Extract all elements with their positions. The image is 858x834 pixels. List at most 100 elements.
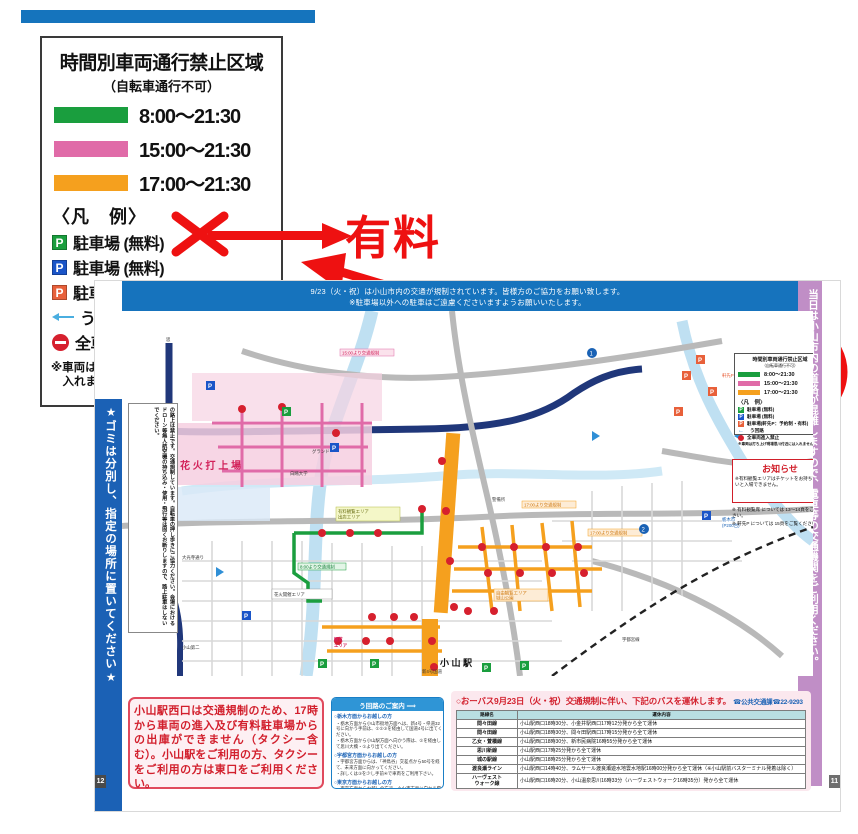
map-legend-inset: 時間別車両通行禁止区域 （自転車通行不可） 8:00〜21:30 15:00〜2… — [734, 353, 813, 446]
notice-box: お知らせ ※有料観覧エリアはチケットをお持ちでないと入場できません。 — [732, 459, 813, 503]
table-row: 間々田線小山駅西口18時30分、小金井駅西口17時12分発から全て運休 — [456, 719, 806, 729]
svg-text:花 火 打 上 場: 花 火 打 上 場 — [180, 459, 241, 472]
svg-text:城山公園: 城山公園 — [496, 595, 514, 602]
svg-text:P: P — [208, 384, 212, 390]
bus-suspension-detail: 小山駅西口14時40分、ラムサール渡良瀬遊水地雲水地駅16時00分発から全て運休… — [517, 764, 806, 774]
legend-subtitle: （自転車通行不可） — [102, 79, 220, 94]
bus-contact-tel: ☎公共交通課☎22-9293 — [733, 699, 803, 706]
map-legend-item-label: 駐車場 (無料) — [747, 406, 775, 412]
table-row: ハーヴェスト ウォーク線小山駅西口16時20分、小山温泉思川16時33分（ハーヴ… — [456, 773, 806, 789]
no-entry-icon — [52, 333, 69, 351]
bus-suspension-detail: 小山駅西口18時30分、小金井駅西口17時12分発から全て運休 — [517, 719, 806, 729]
parking-icon: P — [738, 406, 744, 413]
svg-text:8:00より交通規制: 8:00より交通規制 — [300, 564, 335, 571]
time-band-row: 17:00〜21:30 — [54, 168, 281, 197]
parking-icon: P — [52, 259, 67, 275]
bus-route-name: 乙女・萱橋線 — [456, 737, 518, 747]
map-legend-item-label: 駐車場 (無料) — [747, 413, 775, 419]
svg-text:2: 2 — [642, 528, 646, 534]
warning-box: 小山駅西口は交通規制のため、17時から車両の進入及び有料駐車場からの出庫ができま… — [128, 697, 324, 790]
svg-text:軒先P: 軒先P — [722, 372, 734, 379]
svg-text:大光寺通り: 大光寺通り — [182, 554, 204, 561]
bus-table-body: 間々田線小山駅西口18時30分、小金井駅西口17時12分発から全て運休間々田線小… — [456, 719, 806, 789]
svg-text:P: P — [372, 662, 376, 668]
svg-text:出店エリア: 出店エリア — [338, 514, 361, 521]
detour-section-line: ・栃木方面から小山駅方面へ向かう際は、②を経由して思川大橋・①より出てください。 — [336, 738, 441, 749]
bus-block-title: ○おーバス9月23日（火・祝）交通規制に伴い、下記のバスを運休します。 ☎公共交… — [456, 695, 806, 707]
map-legend-title: 時間別車両通行禁止区域 — [752, 357, 808, 363]
left-arrow-icon: ← — [738, 427, 744, 434]
svg-text:小山第二: 小山第二 — [182, 644, 200, 651]
page-number-right: 11 — [829, 775, 840, 788]
map-legend-subtitle: （自転車通行不可） — [762, 363, 798, 368]
svg-text:思: 思 — [166, 337, 171, 342]
notice-body: ※有料観覧エリアはチケットをお持ちでないと入場できません。 — [735, 476, 813, 487]
flyer-document: 9/23（火・祝）は小山市内の交通が規制されています。皆様方のご協力をお願い致し… — [95, 281, 840, 811]
map-legend-band: 8:00〜21:30 — [738, 370, 813, 378]
bus-route-name: 渡良瀬ライン — [456, 764, 518, 774]
svg-text:15:00より交通規制: 15:00より交通規制 — [342, 350, 380, 357]
detour-guidance-box: う回路のご案内 ⟹ ○栃木方面からお越しの方 ・栃木方面から小山市街地方面へは、… — [331, 697, 444, 789]
bus-table: 路線名 運休内容 間々田線小山駅西口18時30分、小金井駅西口17時12分発から… — [456, 710, 806, 789]
column-header-route: 路線名 — [456, 710, 518, 720]
legend-item-label: 駐車場 (無料) — [73, 236, 165, 253]
detour-title: う回路のご案内 ⟹ — [332, 698, 443, 711]
map-legend-item-label: う回路 — [750, 427, 764, 433]
color-swatch-orange — [738, 389, 760, 395]
detour-section-line: ・栃木方面から小山市街地方面へは、新4号・県道32号に向かう手前は、①②③を経由… — [336, 720, 443, 737]
bus-suspension-detail: 小山駅西口17時25分発から全て運休 — [517, 746, 806, 756]
color-swatch-green — [738, 371, 760, 377]
notice-title: お知らせ — [762, 464, 798, 474]
svg-text:自由観覧エリア: 自由観覧エリア — [496, 590, 527, 597]
map-area[interactable]: 花 火 打 上 場 立入禁止区域 — [122, 311, 813, 676]
bus-route-name: 間々田線 — [456, 728, 518, 738]
time-band-row: 8:00〜21:30 — [54, 100, 281, 129]
bus-route-name: 間々田線 — [456, 719, 518, 729]
svg-text:P: P — [710, 390, 714, 396]
annotation-paid-text: 有料 — [345, 212, 441, 264]
svg-text:17:00より交通規制: 17:00より交通規制 — [524, 502, 562, 509]
parking-icon: P — [738, 413, 744, 420]
svg-text:P: P — [332, 446, 336, 452]
top-accent-bar — [21, 10, 315, 23]
legend-key-heading: 〈凡 例〉 — [52, 207, 147, 227]
detour-section-line: ・東京方面からお越しの方で、小山市方面に向かう際は、⑥⑦をお手前4キロより車両を… — [336, 786, 442, 789]
color-swatch-pink — [54, 140, 128, 157]
table-row: 間々田線小山駅西口18時30分、間々田駅西口17時15分発から全て運休 — [456, 728, 806, 738]
color-swatch-pink — [738, 380, 760, 386]
svg-text:グランド: グランド — [312, 448, 330, 455]
column-header-detail: 運休内容 — [517, 710, 806, 720]
svg-text:(P200台): (P200台) — [722, 522, 740, 529]
table-row: 渡良瀬ライン小山駅西口14時40分、ラムサール渡良瀬遊水地雲水地駅16時00分発… — [456, 764, 806, 774]
time-band-row: 15:00〜21:30 — [54, 134, 281, 163]
map-legend-band: 17:00〜21:30 — [738, 388, 813, 396]
bus-title-text: ○おーバス9月23日（火・祝）交通規制に伴い、下記のバスを運休します。 — [456, 696, 731, 706]
legend-item-parking-blue: P 駐車場 (無料) — [52, 255, 281, 279]
legend-item-parking-green: P 駐車場 (無料) — [52, 230, 281, 254]
notice-extra: ※ 有料観覧席 については 13〜14頁をご覧ください。 ※ 軒先P については… — [732, 507, 813, 528]
svg-text:観覧: 観覧 — [334, 636, 343, 643]
svg-text:新4号国道: 新4号国道 — [422, 668, 443, 675]
legend-title: 時間別車両通行禁止区域 — [59, 53, 264, 74]
map-legend-item-label: 駐車場(軒先P：予約制・有料) — [747, 420, 809, 426]
bus-suspension-detail: 小山駅西口18時30分、新市民病院16時55分発から全て運休 — [517, 737, 806, 747]
time-band-label: 17:00〜21:30 — [139, 174, 251, 196]
svg-text:有料観覧エリア: 有料観覧エリア — [338, 508, 369, 515]
map-legend-item: P 駐車場 (無料) — [738, 406, 813, 413]
svg-text:P: P — [522, 664, 526, 670]
header-line-1: 9/23（火・祝）は小山市内の交通が規制されています。皆様方のご協力をお願い致し… — [310, 287, 625, 296]
bus-route-name: ハーヴェスト ウォーク線 — [456, 773, 518, 789]
svg-text:白鴎大学: 白鴎大学 — [290, 470, 308, 477]
detour-section-heading: ○東京方面からお越しの方 — [334, 779, 393, 786]
map-legend-band-label: 8:00〜21:30 — [764, 372, 795, 378]
svg-text:P: P — [284, 410, 288, 416]
legend-card: 時間別車両通行禁止区域 （自転車通行不可） 8:00〜21:30 15:00〜2… — [40, 36, 283, 407]
svg-text:P: P — [684, 374, 688, 380]
map-legend-key-heading: 〈凡 例〉 — [738, 399, 766, 406]
time-band-label: 8:00〜21:30 — [139, 106, 241, 128]
map-legend-band-label: 15:00〜21:30 — [764, 381, 798, 387]
parking-icon: P — [52, 234, 67, 250]
detour-section-heading: ○栃木方面からお越しの方 — [334, 714, 393, 720]
header-line-2: ※駐車場以外への駐車はご遠慮くださいますようお願いいたします。 — [349, 297, 586, 307]
svg-text:1: 1 — [590, 352, 594, 358]
